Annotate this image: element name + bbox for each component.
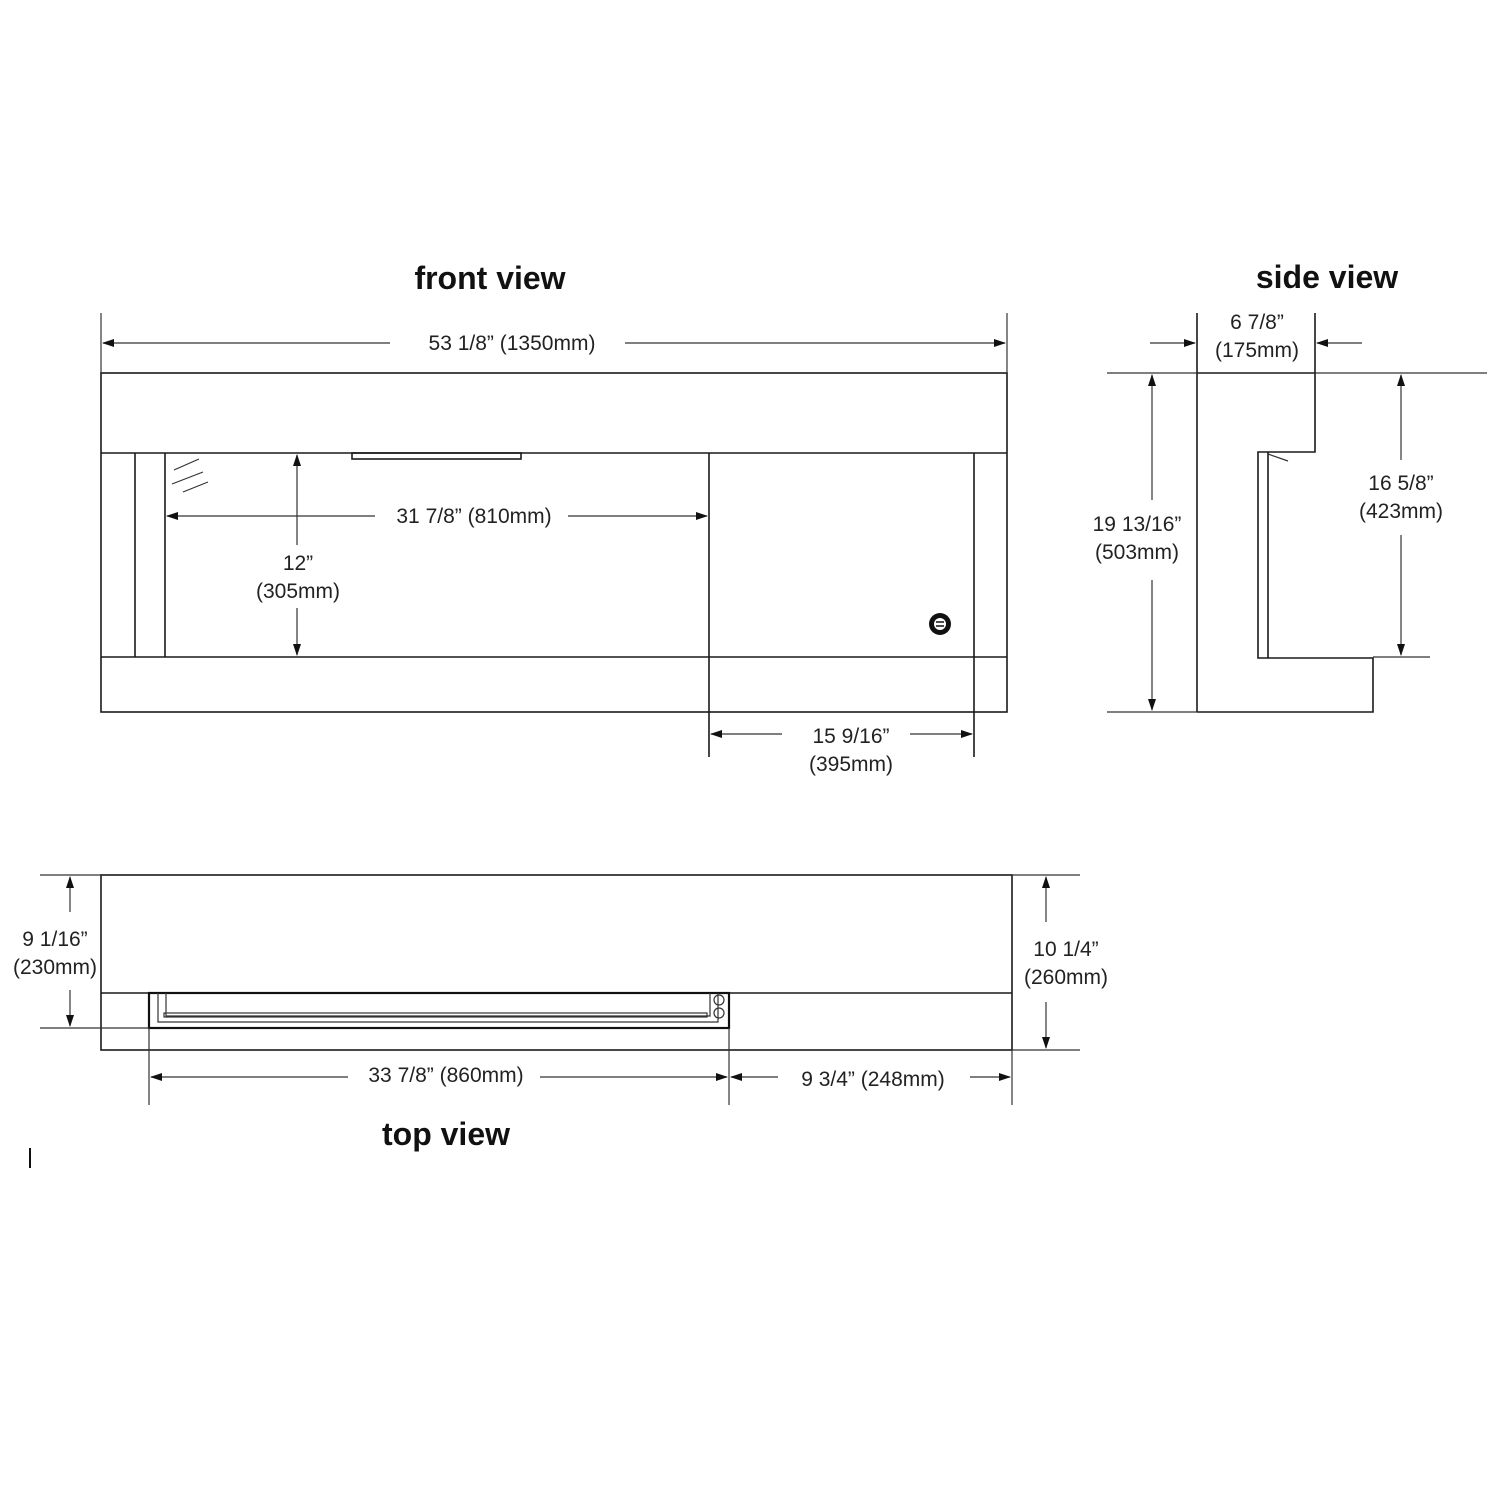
side-overall-height-mm-label: (503mm) <box>1095 541 1179 564</box>
top-trim-bar <box>351 452 522 460</box>
right-panel-mm-label: (395mm) <box>809 753 893 776</box>
top-left-depth-in-label: 9 1/16” <box>22 928 87 951</box>
overall-width-label: 53 1/8” (1350mm) <box>429 332 596 355</box>
firebox-outline <box>147 991 731 1030</box>
side-inner-height-in-label: 16 5/8” <box>1368 472 1433 495</box>
opening-height-mm-label: (305mm) <box>256 580 340 603</box>
side-outline <box>1197 372 1374 713</box>
side-overall-height-in-label: 19 13/16” <box>1093 513 1182 536</box>
glass-hatch-icon <box>171 458 209 493</box>
side-view-title: side view <box>1256 259 1398 295</box>
firebox-width-label: 33 7/8” (860mm) <box>368 1064 523 1087</box>
top-view: 9 1/16” (230mm) 10 1/4” (260mm) 33 7/8” … <box>13 874 1108 1152</box>
front-view-title: front view <box>414 260 565 296</box>
side-inner-height-mm-label: (423mm) <box>1359 500 1443 523</box>
right-offset-label: 9 3/4” (248mm) <box>801 1068 945 1091</box>
opening-height-in-label: 12” <box>283 552 313 575</box>
front-view: front view 53 1/8” (1350mm) 31 7/8” (810… <box>100 260 1008 776</box>
knob-icon <box>713 994 725 1006</box>
top-outline <box>100 874 1013 1051</box>
front-outline <box>100 372 1008 713</box>
side-depth-in-label: 6 7/8” <box>1230 311 1284 334</box>
top-view-title: top view <box>382 1116 510 1152</box>
top-right-depth-in-label: 10 1/4” <box>1033 938 1098 961</box>
control-button-icon <box>929 613 951 635</box>
knob-icon <box>713 1007 725 1019</box>
opening-width-label: 31 7/8” (810mm) <box>396 505 551 528</box>
top-left-depth-mm-label: (230mm) <box>13 956 97 979</box>
side-depth-mm-label: (175mm) <box>1215 339 1299 362</box>
side-view: side view 6 7/8” (175mm) 19 13/16” (503m… <box>1093 259 1487 713</box>
top-right-depth-mm-label: (260mm) <box>1024 966 1108 989</box>
right-panel-in-label: 15 9/16” <box>812 725 889 748</box>
